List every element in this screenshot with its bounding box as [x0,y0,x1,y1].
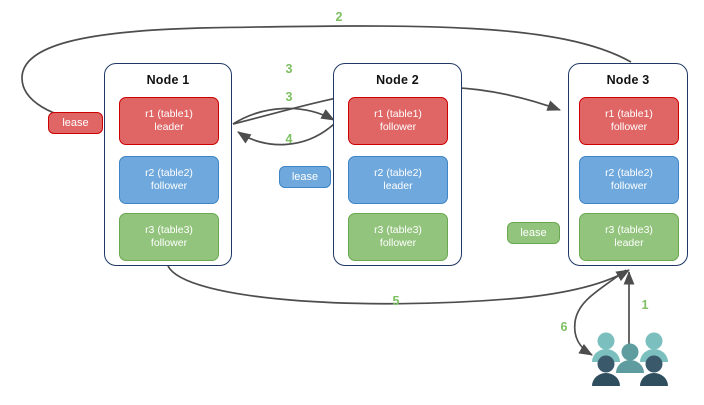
node-title: Node 3 [606,73,650,87]
replica-r3-node2[interactable]: r3 (table3) follower [348,213,448,261]
step-label-5: 5 [392,294,400,308]
replica-name: r2 (table2) [145,167,193,179]
replica-name: r3 (table3) [605,224,653,236]
replica-r2-node3[interactable]: r2 (table2) follower [579,156,679,204]
step-label-1: 1 [641,298,649,312]
arrow-step-3-to-node2 [232,107,335,125]
step-label-6: 6 [560,320,568,334]
replica-role: leader [154,121,184,133]
node-title: Node 2 [376,73,419,87]
replica-r3-node3[interactable]: r3 (table3) leader [579,213,679,261]
replica-name: r3 (table3) [145,224,193,236]
lease-chip-blue[interactable]: lease [279,166,331,188]
replica-r1-node3[interactable]: r1 (table1) follower [579,97,679,145]
replica-role: follower [610,121,648,133]
step-label-2: 2 [335,10,343,24]
replica-r3-node1[interactable]: r3 (table3) follower [119,213,219,261]
replica-name: r2 (table2) [374,167,422,179]
replica-role: follower [379,121,417,133]
node-box-3[interactable]: Node 3 r1 (table1) follower r2 (table2) … [568,63,688,266]
lease-chip-red[interactable]: lease [48,112,103,134]
replica-r1-node1[interactable]: r1 (table1) leader [119,97,219,145]
clients-group-icon [588,330,672,392]
replica-role: follower [379,237,417,249]
replica-role: follower [150,237,188,249]
replica-r1-node2[interactable]: r1 (table1) follower [348,97,448,145]
replica-role: follower [150,180,188,192]
replica-role: leader [383,180,413,192]
lease-chip-green[interactable]: lease [507,222,560,244]
replica-r2-node2[interactable]: r2 (table2) leader [348,156,448,204]
replica-name: r1 (table1) [605,108,653,120]
replica-role: leader [614,237,644,249]
node-title: Node 1 [146,73,190,87]
step-label-4: 4 [285,132,293,146]
replica-name: r1 (table1) [145,108,193,120]
replica-role: follower [610,180,648,192]
replica-r2-node1[interactable]: r2 (table2) follower [119,156,219,204]
node-box-1[interactable]: Node 1 r1 (table1) leader r2 (table2) fo… [104,63,232,266]
replica-name: r2 (table2) [605,167,653,179]
replica-name: r1 (table1) [374,108,422,120]
replica-name: r3 (table3) [374,224,422,236]
node-box-2[interactable]: Node 2 r1 (table1) follower r2 (table2) … [333,63,462,266]
step-label-3-upper: 3 [285,62,293,76]
step-label-3-lower: 3 [285,90,293,104]
